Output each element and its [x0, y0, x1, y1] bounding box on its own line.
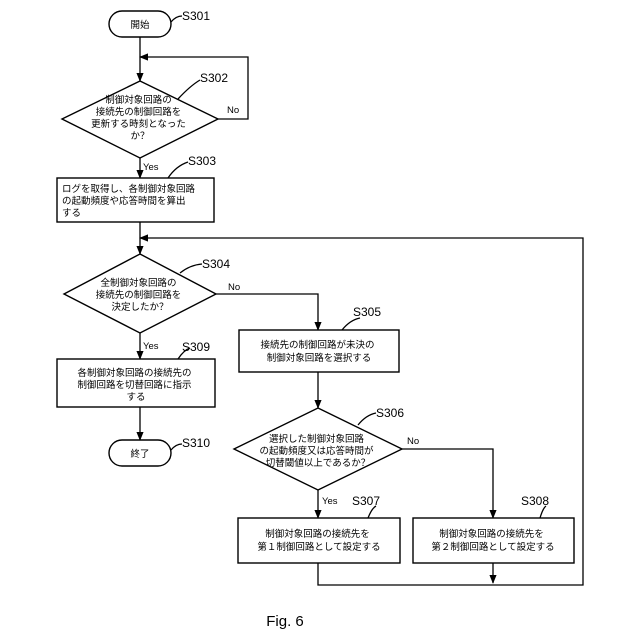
- step-id-s306: S306: [376, 406, 404, 420]
- s306-text: 選択した制御対象回路 の起動頻度又は応答時間が 切替閾値以上であるか？: [259, 433, 376, 469]
- label-s304-no: No: [228, 282, 240, 293]
- node-s303-process: ログを取得し、各制御対象回路 の起動頻度や応答時間を算出 する: [57, 178, 214, 222]
- s310-text: 終了: [130, 448, 149, 460]
- leader-s304: [180, 264, 202, 273]
- label-s302-yes: Yes: [143, 162, 159, 173]
- arrow-s306-no-to-s308: [402, 449, 493, 518]
- step-id-s310: S310: [182, 436, 210, 450]
- step-id-s304: S304: [202, 257, 230, 271]
- leader-s305: [342, 318, 360, 330]
- s301-text: 開始: [130, 19, 150, 31]
- node-s305-process: 接続先の制御回路が未決の 制御対象回路を選択する: [239, 330, 399, 372]
- step-id-s308: S308: [521, 494, 549, 508]
- step-id-s309: S309: [182, 340, 210, 354]
- node-s307-process: 制御対象回路の接続先を 第１制御回路として設定する: [238, 518, 400, 563]
- step-id-s307: S307: [352, 494, 380, 508]
- label-s306-no: No: [407, 436, 419, 447]
- node-s309-process: 各制御対象回路の接続先の 制御回路を切替回路に指示 する: [57, 359, 215, 407]
- node-s302-decision: 制御対象回路の 接続先の制御回路を 更新する時刻となった か？: [62, 81, 218, 158]
- node-s308-process: 制御対象回路の接続先を 第２制御回路として設定する: [413, 518, 574, 563]
- label-s304-yes: Yes: [143, 341, 159, 352]
- leader-s302: [178, 80, 200, 99]
- step-id-s305: S305: [353, 305, 381, 319]
- leader-s301: [171, 16, 182, 22]
- label-s302-no: No: [227, 105, 239, 116]
- figure-caption: Fig. 6: [266, 613, 304, 630]
- step-id-s302: S302: [200, 71, 228, 85]
- leader-s306: [358, 413, 376, 425]
- line-s307-merge: [318, 563, 493, 585]
- arrow-s304-no-to-s305: [216, 294, 318, 330]
- leader-s310: [171, 444, 182, 450]
- node-s310-end: 終了: [109, 440, 171, 466]
- label-s306-yes: Yes: [322, 496, 338, 507]
- leader-s303: [168, 162, 188, 178]
- node-s301-start: 開始: [109, 11, 171, 37]
- step-id-s303: S303: [188, 154, 216, 168]
- step-id-s301: S301: [182, 9, 210, 23]
- node-s306-decision: 選択した制御対象回路 の起動頻度又は応答時間が 切替閾値以上であるか？: [234, 408, 402, 490]
